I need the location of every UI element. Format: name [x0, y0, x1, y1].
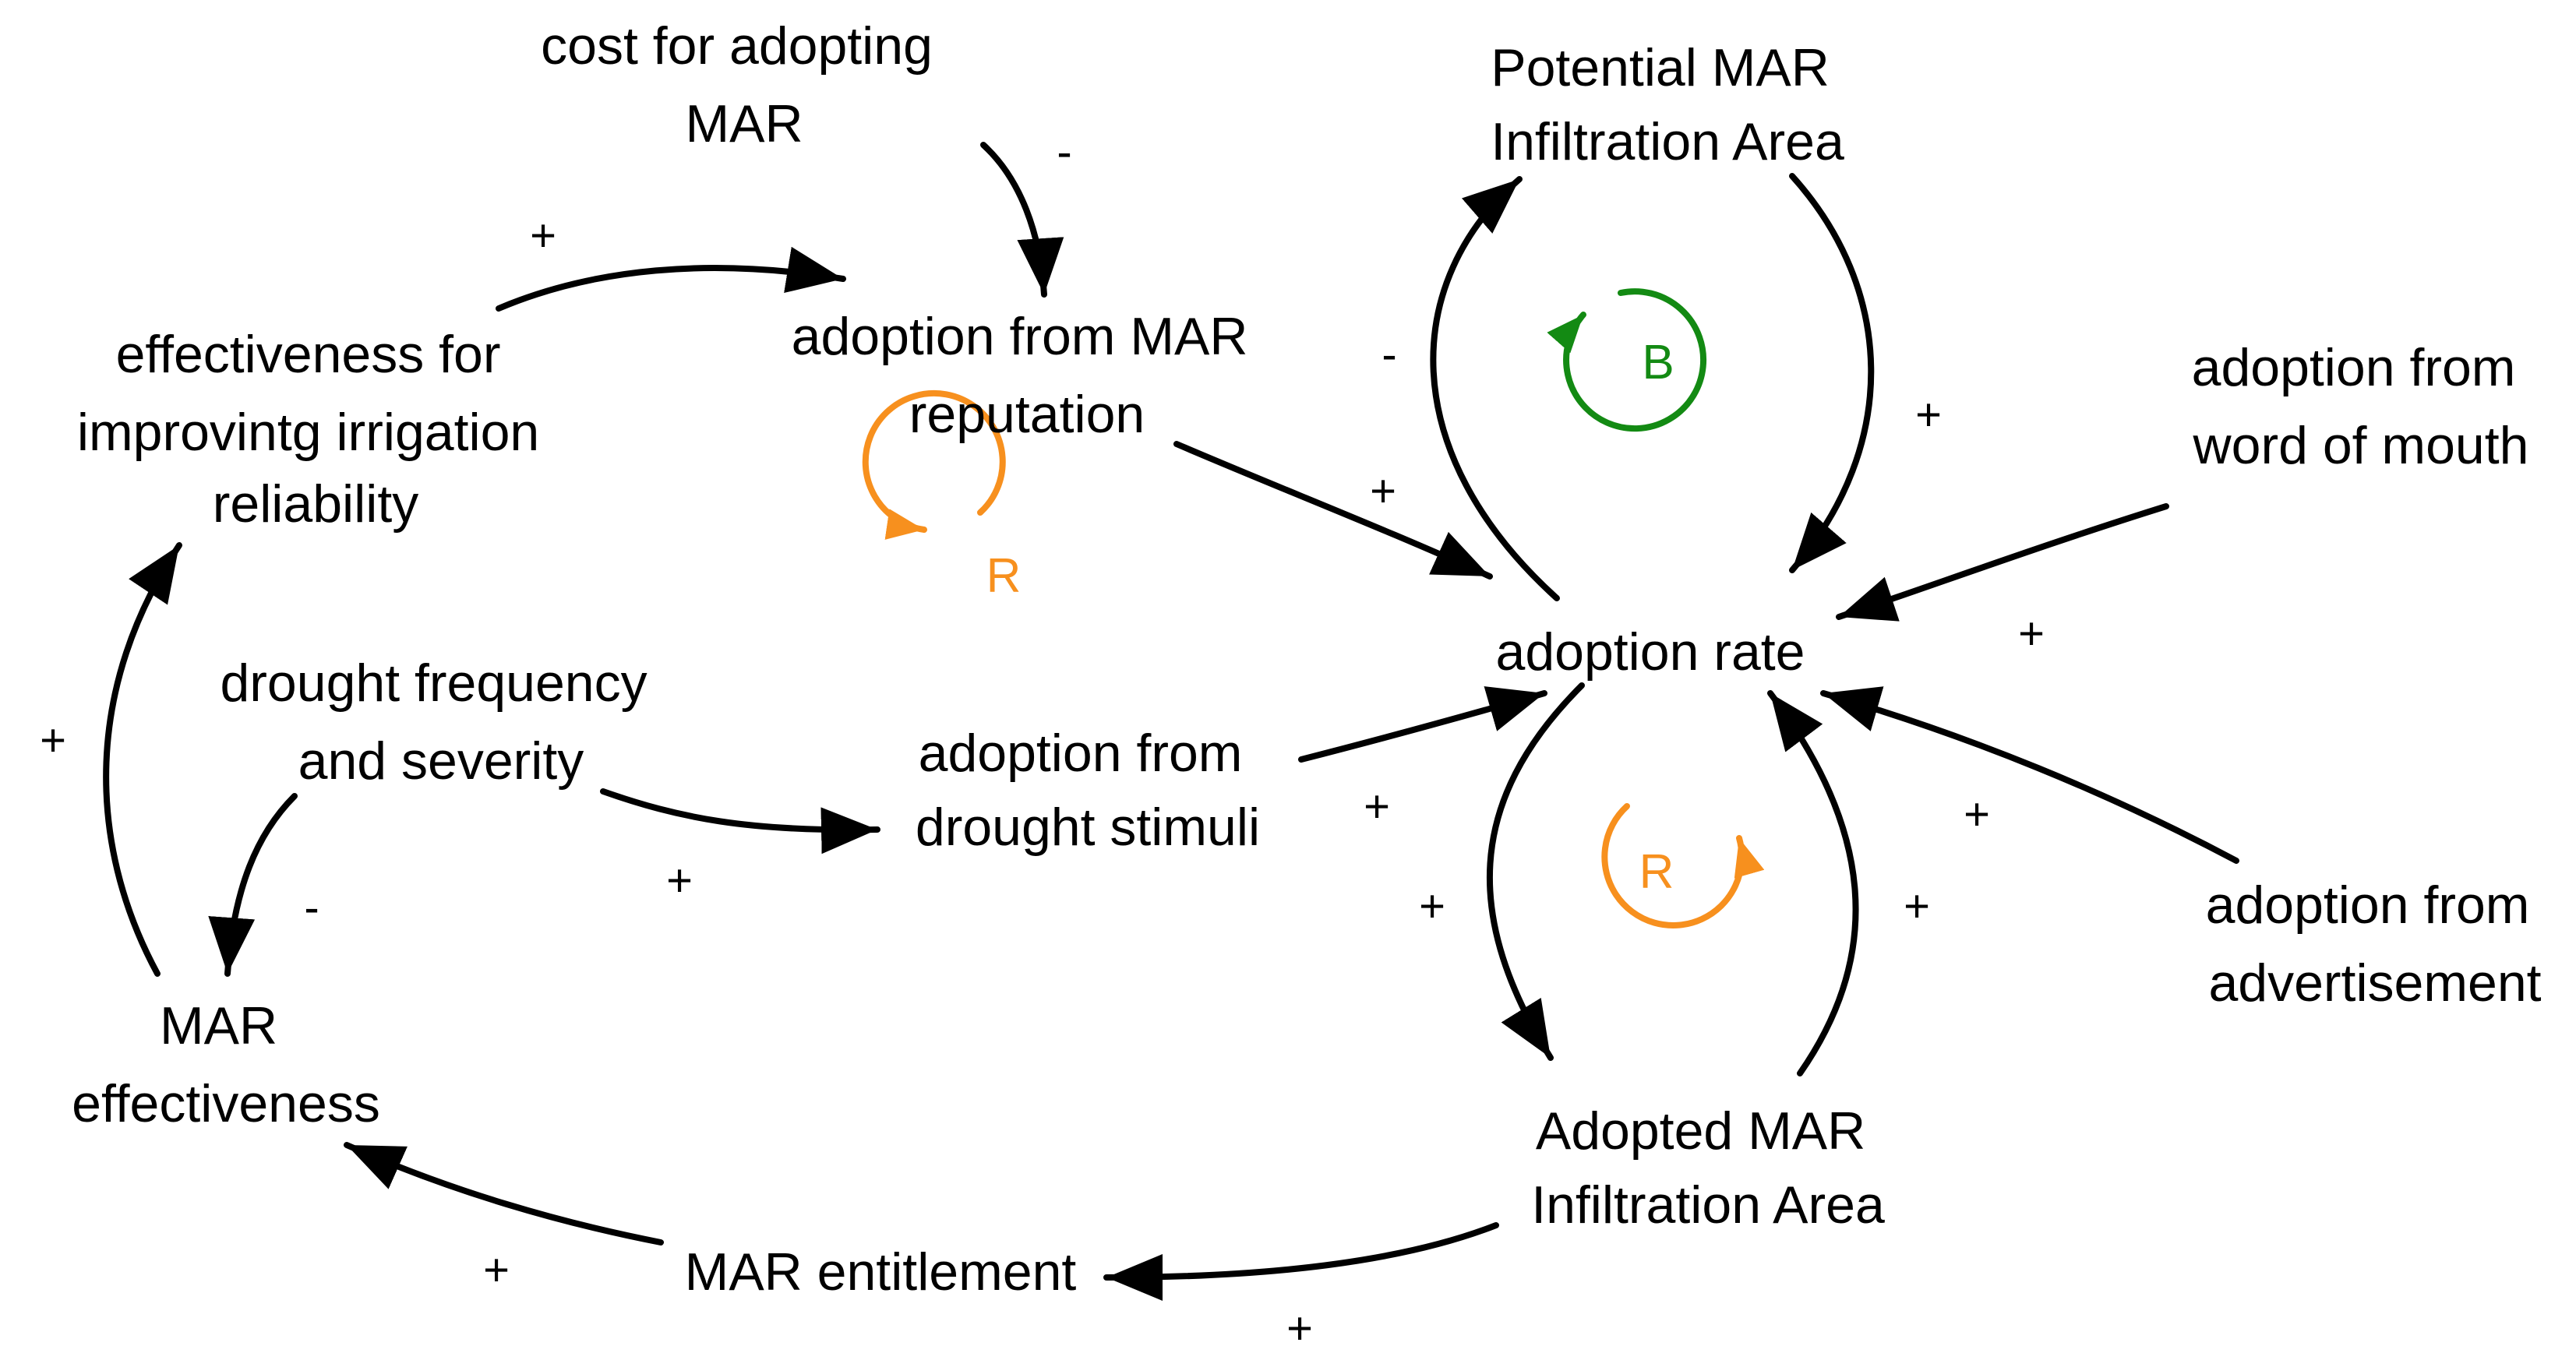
- node-adoption-from-mar-reputation: adoption from MAR reputation: [792, 307, 1263, 444]
- link-word-to-rate: [1836, 503, 2169, 622]
- node-adoption-from-advertisement: adoption from advertisement: [2206, 876, 2545, 1013]
- loop-label-r: R: [986, 549, 1022, 603]
- polarity-drought-freq-to-drought-adoption: +: [666, 855, 693, 906]
- node-mar-entitlement: MAR entitlement: [685, 1242, 1077, 1302]
- polarity-advertisement-to-rate: +: [1964, 789, 1990, 840]
- link-drought-freq-to-mar-effectiveness: [208, 793, 298, 977]
- node-effectiveness-for-irrigation-reliability: effectiveness for improvintg irrigation …: [77, 325, 554, 534]
- loop-adopted-reinforcing: R: [1601, 803, 1765, 928]
- link-potential-to-rate: [1789, 173, 1875, 573]
- node-cost-for-adopting-mar: cost for adopting MAR: [541, 16, 947, 153]
- link-reputation-to-rate: [1173, 441, 1493, 580]
- loop-potential-balancing: B: [1547, 288, 1707, 432]
- polarity-mar-effectiveness-to-irrigation: +: [40, 715, 66, 766]
- polarity-reputation-to-rate: +: [1370, 466, 1396, 516]
- node-potential-mar-infiltration-area: Potential MAR Infiltration Area: [1491, 38, 1844, 171]
- link-cost-to-reputation: [980, 142, 1064, 298]
- polarity-potential-to-rate: +: [1915, 389, 1942, 440]
- loop-label-b: B: [1642, 336, 1674, 389]
- polarity-entitlement-to-mar-effectiveness: +: [483, 1245, 510, 1295]
- polarity-adopted-to-rate: +: [1904, 881, 1930, 932]
- loop-arc-green: [1547, 288, 1707, 432]
- link-mar-effectiveness-to-irrigation: [103, 542, 182, 977]
- polarity-adopted-to-entitlement: +: [1286, 1303, 1313, 1353]
- link-drought-adoption-to-rate: [1298, 686, 1547, 763]
- link-effectiveness-to-reputation: [496, 246, 846, 312]
- loop-arc-orange: [1601, 803, 1765, 928]
- loop-label-r: R: [1639, 845, 1674, 899]
- link-entitlement-to-mar-effectiveness: [344, 1142, 664, 1246]
- link-rate-to-adopted: [1486, 682, 1585, 1061]
- link-drought-freq-to-drought-adoption: [600, 788, 880, 854]
- polarity-drought-freq-to-mar-effectiveness: -: [304, 883, 319, 933]
- polarity-effectiveness-to-reputation: +: [530, 210, 556, 261]
- node-adoption-from-drought-stimuli: adoption from drought stimuli: [916, 724, 1260, 857]
- polarity-drought-adoption-to-rate: +: [1364, 781, 1390, 832]
- loop-arc-orange: [862, 389, 1006, 540]
- node-adopted-mar-infiltration-area: Adopted MAR Infiltration Area: [1531, 1101, 1885, 1235]
- node-drought-frequency-and-severity: drought frequency and severity: [220, 654, 662, 791]
- link-adopted-to-entitlement: [1103, 1222, 1499, 1301]
- polarity-cost-to-reputation: -: [1057, 127, 1071, 178]
- polarity-rate-to-potential: -: [1382, 329, 1396, 380]
- link-advertisement-to-rate: [1820, 686, 2239, 864]
- node-adoption-from-word-of-mouth: adoption from word of mouth: [2192, 338, 2531, 475]
- loop-reputation-reinforcing: R: [862, 389, 1022, 603]
- link-adopted-to-rate: [1767, 690, 1859, 1076]
- node-adoption-rate: adoption rate: [1496, 622, 1805, 682]
- polarity-word-to-rate: +: [2018, 608, 2045, 659]
- link-rate-to-potential: [1430, 176, 1560, 601]
- polarity-rate-to-adopted: +: [1419, 881, 1445, 932]
- node-mar-effectiveness: MAR effectiveness: [72, 996, 380, 1133]
